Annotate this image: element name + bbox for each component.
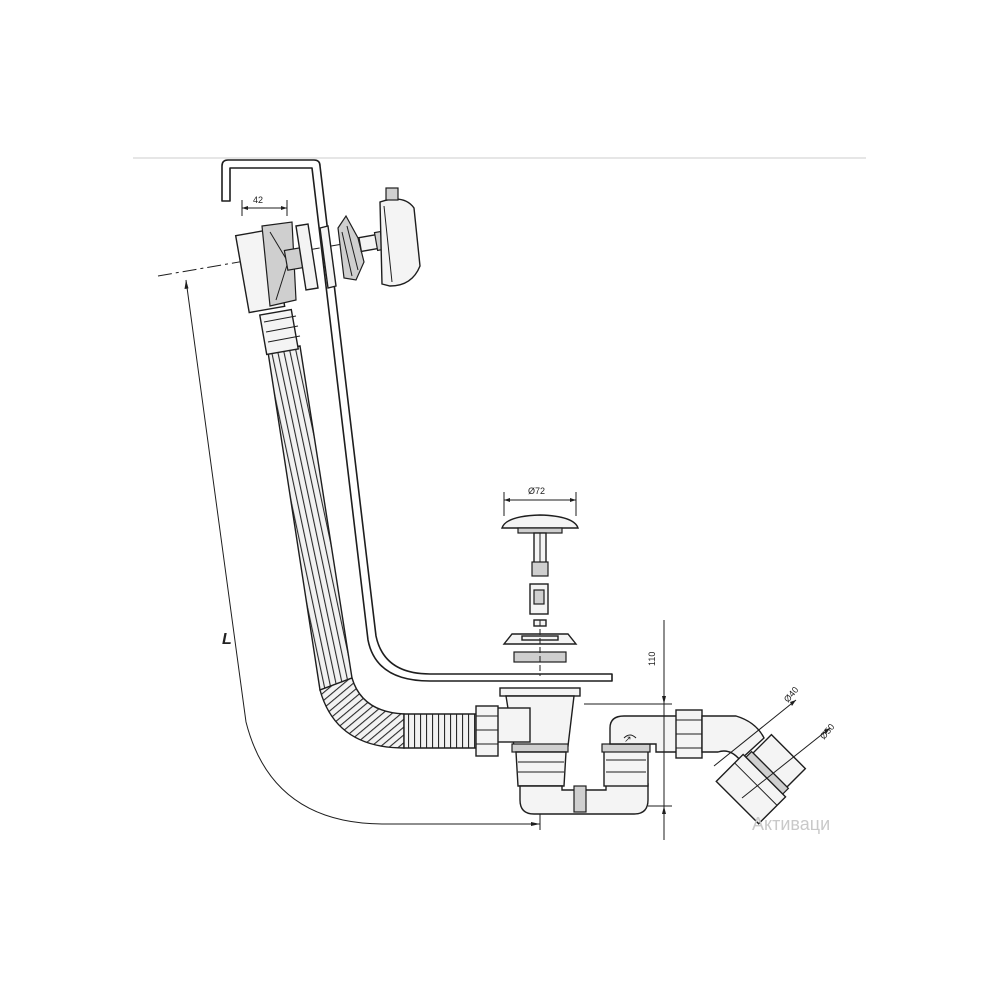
dimension-110-label: 110 xyxy=(647,652,657,666)
overflow-cap xyxy=(379,198,421,287)
dimension-50-label: Ø50 xyxy=(818,722,837,741)
corrugated-hose-horizontal xyxy=(403,713,477,749)
dimension-42-label: 42 xyxy=(253,195,263,205)
drain-plug-assembly: Ø72 xyxy=(501,486,579,676)
overflow-funnel xyxy=(261,221,297,307)
dimension-110: 110 xyxy=(584,620,672,840)
drain-side-port xyxy=(495,707,531,743)
watermark-text: Активаци xyxy=(752,814,831,834)
siphon-riser xyxy=(603,749,649,787)
plug-cap xyxy=(501,514,579,529)
overflow-wall-plate xyxy=(295,223,319,291)
overflow-rosette xyxy=(337,214,365,281)
corrugated-hose-bend xyxy=(319,677,405,749)
svg-text:↗: ↗ xyxy=(624,734,632,744)
outlet-pipe-50 xyxy=(715,753,787,825)
bath-wall-outline xyxy=(221,159,613,682)
dimension-42: 42 xyxy=(241,195,288,216)
overflow-cap-knob xyxy=(385,187,399,201)
outlet-pipe-assembly xyxy=(715,733,807,825)
dimension-length-label: L xyxy=(222,631,232,648)
drain-body xyxy=(475,687,581,787)
overflow-gasket xyxy=(319,225,337,289)
dimension-40-label: Ø40 xyxy=(782,685,801,704)
dimension-72-label: Ø72 xyxy=(528,486,545,496)
